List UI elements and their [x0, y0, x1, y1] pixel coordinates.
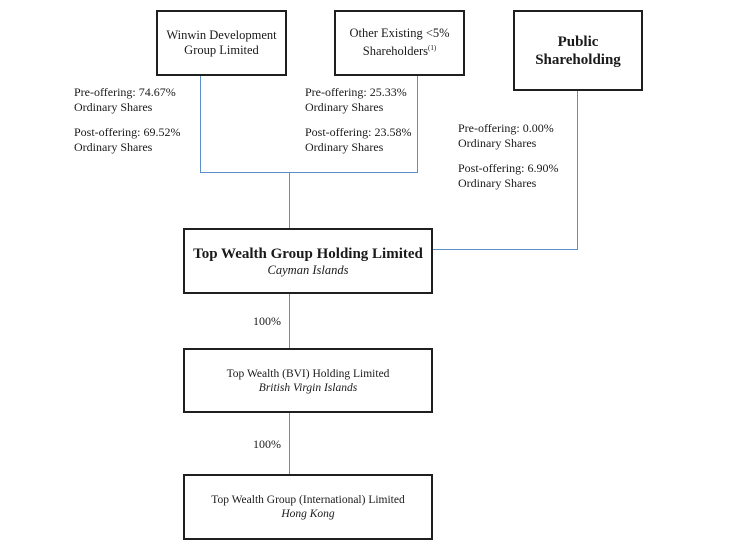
entity-box-hk: Top Wealth Group (International) Limited… [183, 474, 433, 540]
winwin-name-line1: Winwin Development [166, 28, 277, 42]
hk-jurisdiction: Hong Kong [281, 508, 335, 520]
other-pre-shares: Ordinary Shares [305, 100, 384, 114]
connector-bvi-hk [289, 413, 290, 474]
other-post-shares: Ordinary Shares [305, 140, 384, 154]
entity-box-holding: Top Wealth Group Holding Limited Cayman … [183, 228, 433, 294]
public-name-line1: Public [557, 33, 599, 50]
winwin-pre-offering: Pre-offering: 74.67% [74, 85, 176, 99]
bvi-jurisdiction: British Virgin Islands [258, 381, 358, 394]
holding-name: Top Wealth Group Holding Limited [193, 245, 423, 262]
winwin-name-line2: Group Limited [184, 43, 259, 57]
other-name-line2-wrap: Shareholders(1) [363, 41, 436, 59]
ownership-holding-bvi: 100% [253, 314, 281, 328]
note-other: Pre-offering: 25.33% Ordinary Shares Pos… [305, 85, 411, 155]
public-post-shares: Ordinary Shares [458, 176, 537, 190]
connector-winwin-down [200, 76, 201, 173]
connector-public-down [577, 91, 578, 250]
winwin-pre-shares: Ordinary Shares [74, 100, 153, 114]
winwin-post-offering: Post-offering: 69.52% [74, 125, 181, 139]
winwin-post-shares: Ordinary Shares [74, 140, 153, 154]
public-pre-offering: Pre-offering: 0.00% [458, 121, 554, 135]
shareholder-box-public: Public Shareholding [513, 10, 643, 91]
connector-to-holding [289, 172, 290, 228]
shareholder-box-other: Other Existing <5% Shareholders(1) [334, 10, 465, 76]
ownership-bvi-hk: 100% [253, 437, 281, 451]
connector-public-horizontal [433, 249, 578, 250]
public-pre-shares: Ordinary Shares [458, 136, 537, 150]
other-name-line2: Shareholders [362, 44, 429, 59]
other-name-line1: Other Existing <5% [349, 26, 450, 41]
public-post-offering: Post-offering: 6.90% [458, 161, 559, 175]
spacer [74, 115, 180, 125]
connector-horizontal-top [200, 172, 418, 173]
other-post-offering: Post-offering: 23.58% [305, 125, 412, 139]
holding-jurisdiction: Cayman Islands [267, 262, 349, 277]
public-name-line2: Shareholding [535, 51, 621, 68]
connector-holding-bvi [289, 294, 290, 348]
footnote-marker: (1) [428, 44, 437, 53]
connector-other-down [417, 76, 418, 173]
entity-box-bvi: Top Wealth (BVI) Holding Limited British… [183, 348, 433, 413]
note-public: Pre-offering: 0.00% Ordinary Shares Post… [458, 121, 558, 191]
bvi-name: Top Wealth (BVI) Holding Limited [226, 367, 390, 380]
spacer [458, 151, 558, 161]
spacer [305, 115, 411, 125]
other-pre-offering: Pre-offering: 25.33% [305, 85, 407, 99]
note-winwin: Pre-offering: 74.67% Ordinary Shares Pos… [74, 85, 180, 155]
shareholder-box-winwin: Winwin Development Group Limited [156, 10, 287, 76]
hk-name: Top Wealth Group (International) Limited [211, 494, 405, 506]
